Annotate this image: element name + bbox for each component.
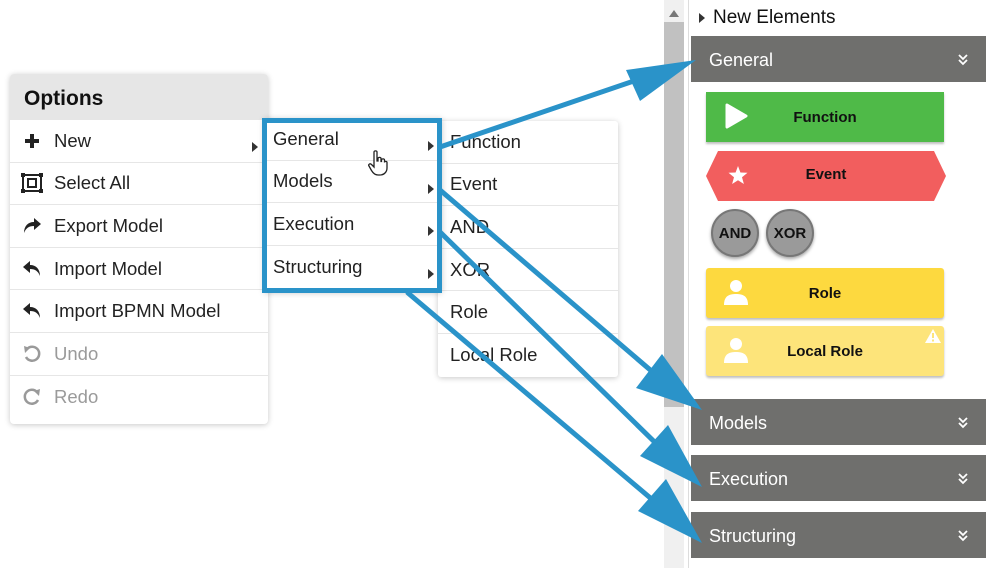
- hand-pointer-icon: [368, 150, 388, 181]
- warning-icon: [925, 329, 941, 347]
- menu-item-label: Export Model: [54, 214, 163, 236]
- select-all-icon: [10, 173, 54, 194]
- panel-title-label: New Elements: [713, 7, 836, 28]
- section-label: General: [709, 50, 774, 70]
- submenu-item-general[interactable]: General: [264, 118, 442, 161]
- local-role-element[interactable]: Local Role: [706, 326, 944, 376]
- and-element[interactable]: AND: [711, 209, 759, 257]
- section-header-structuring[interactable]: Structuring: [691, 512, 986, 558]
- element-label: Event: [805, 166, 847, 183]
- scroll-up-arrow-icon[interactable]: [669, 4, 679, 22]
- play-icon: [724, 103, 748, 133]
- submenu-arrow-icon: [428, 134, 434, 156]
- general-submenu: Function Event AND XOR Role Local Role: [438, 121, 618, 377]
- double-chevron-icon: [958, 50, 968, 71]
- submenu-item-xor[interactable]: XOR: [438, 249, 618, 292]
- options-menu-title: Options: [10, 74, 268, 120]
- menu-item-label: Select All: [54, 172, 131, 194]
- new-elements-panel: New Elements General Function Event AND …: [688, 0, 986, 568]
- function-element[interactable]: Function: [706, 92, 944, 142]
- double-chevron-icon: [958, 526, 968, 547]
- submenu-arrow-icon: [428, 219, 434, 241]
- xor-element[interactable]: XOR: [766, 209, 814, 257]
- section-label: Structuring: [709, 526, 797, 546]
- section-header-models[interactable]: Models: [691, 399, 986, 445]
- menu-item-undo[interactable]: Undo: [10, 333, 268, 376]
- submenu-arrow-icon: [428, 177, 434, 199]
- submenu-item-event[interactable]: Event: [438, 164, 618, 207]
- star-icon: [728, 166, 748, 190]
- submenu-item-label: General: [273, 127, 339, 149]
- options-menu: Options New Select All Export Model: [10, 74, 268, 424]
- event-shape: [706, 151, 946, 201]
- section-header-execution[interactable]: Execution: [691, 455, 986, 501]
- menu-item-label: Import BPMN Model: [54, 300, 221, 322]
- menu-item-label: Import Model: [54, 257, 162, 279]
- menu-item-export-model[interactable]: Export Model: [10, 205, 268, 248]
- submenu-item-label: Execution: [273, 212, 355, 234]
- reply-arrow-icon: [10, 260, 54, 278]
- section-label: Models: [709, 413, 768, 433]
- plus-icon: [10, 133, 54, 149]
- section-label: Execution: [709, 469, 789, 489]
- role-element[interactable]: Role: [706, 268, 944, 318]
- element-label: Role: [808, 284, 842, 302]
- submenu-arrow-icon: [428, 262, 434, 284]
- submenu-item-role[interactable]: Role: [438, 291, 618, 334]
- submenu-item-label: Structuring: [273, 256, 363, 278]
- new-submenu: General Models Execution Structuring: [264, 118, 442, 292]
- menu-item-import-model[interactable]: Import Model: [10, 248, 268, 291]
- submenu-item-label: Models: [273, 170, 333, 192]
- submenu-item-structuring[interactable]: Structuring: [264, 246, 442, 289]
- submenu-item-execution[interactable]: Execution: [264, 203, 442, 246]
- scrollbar-thumb[interactable]: [664, 22, 684, 407]
- element-label: Function: [793, 108, 857, 126]
- caret-right-icon: [699, 13, 705, 23]
- reply-arrow-icon: [10, 302, 54, 320]
- submenu-item-function[interactable]: Function: [438, 121, 618, 164]
- element-label: Local Role: [787, 342, 863, 360]
- submenu-arrow-icon: [252, 135, 258, 157]
- menu-item-label: New: [54, 129, 92, 151]
- arrowhead-general: [626, 60, 696, 101]
- section-header-general[interactable]: General: [691, 36, 986, 82]
- event-element[interactable]: Event: [706, 151, 946, 201]
- submenu-item-models[interactable]: Models: [264, 161, 442, 204]
- menu-item-new[interactable]: New: [10, 120, 268, 163]
- user-icon: [724, 279, 748, 309]
- submenu-item-and[interactable]: AND: [438, 206, 618, 249]
- menu-item-label: Redo: [54, 385, 99, 407]
- double-chevron-icon: [958, 469, 968, 490]
- menu-item-import-bpmn-model[interactable]: Import BPMN Model: [10, 290, 268, 333]
- share-arrow-icon: [10, 217, 54, 235]
- undo-icon: [10, 345, 54, 363]
- new-elements-title[interactable]: New Elements: [699, 7, 836, 29]
- submenu-item-local-role[interactable]: Local Role: [450, 344, 538, 366]
- user-icon: [724, 337, 748, 367]
- double-chevron-icon: [958, 413, 968, 434]
- menu-item-redo[interactable]: Redo: [10, 376, 268, 419]
- menu-item-label: Undo: [54, 342, 99, 364]
- redo-icon: [10, 388, 54, 406]
- menu-item-select-all[interactable]: Select All: [10, 163, 268, 206]
